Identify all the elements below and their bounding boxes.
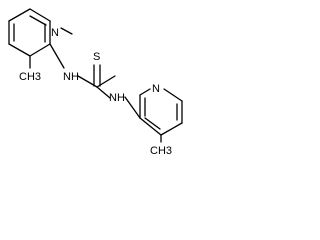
bond (139, 117, 162, 136)
bond (139, 88, 151, 96)
bond (124, 96, 141, 119)
pyridine-ring-top (8, 8, 73, 69)
bond (60, 27, 73, 35)
bond (8, 8, 31, 22)
atom-label-n: N (51, 27, 59, 39)
atom-label-nh: NH (109, 92, 125, 104)
atom-label-nh: NH (63, 71, 79, 83)
bond (29, 43, 51, 57)
atom-label-s: S (93, 51, 100, 63)
bond (96, 86, 111, 99)
thiourea-core (77, 64, 116, 99)
bond (49, 43, 65, 69)
atom-label-ch3: CH3 (150, 145, 172, 157)
pyridine-ring-bottom (139, 88, 183, 143)
atom-label-n: N (152, 83, 160, 95)
bond (163, 88, 183, 102)
bond (160, 122, 183, 136)
bond (8, 43, 31, 57)
bond (29, 8, 51, 22)
atom-label-ch3: CH3 (19, 71, 41, 83)
bond (29, 15, 47, 26)
bond (144, 117, 161, 130)
structure-diagram: N CH3 NH S NH N CH3 (8, 8, 183, 157)
